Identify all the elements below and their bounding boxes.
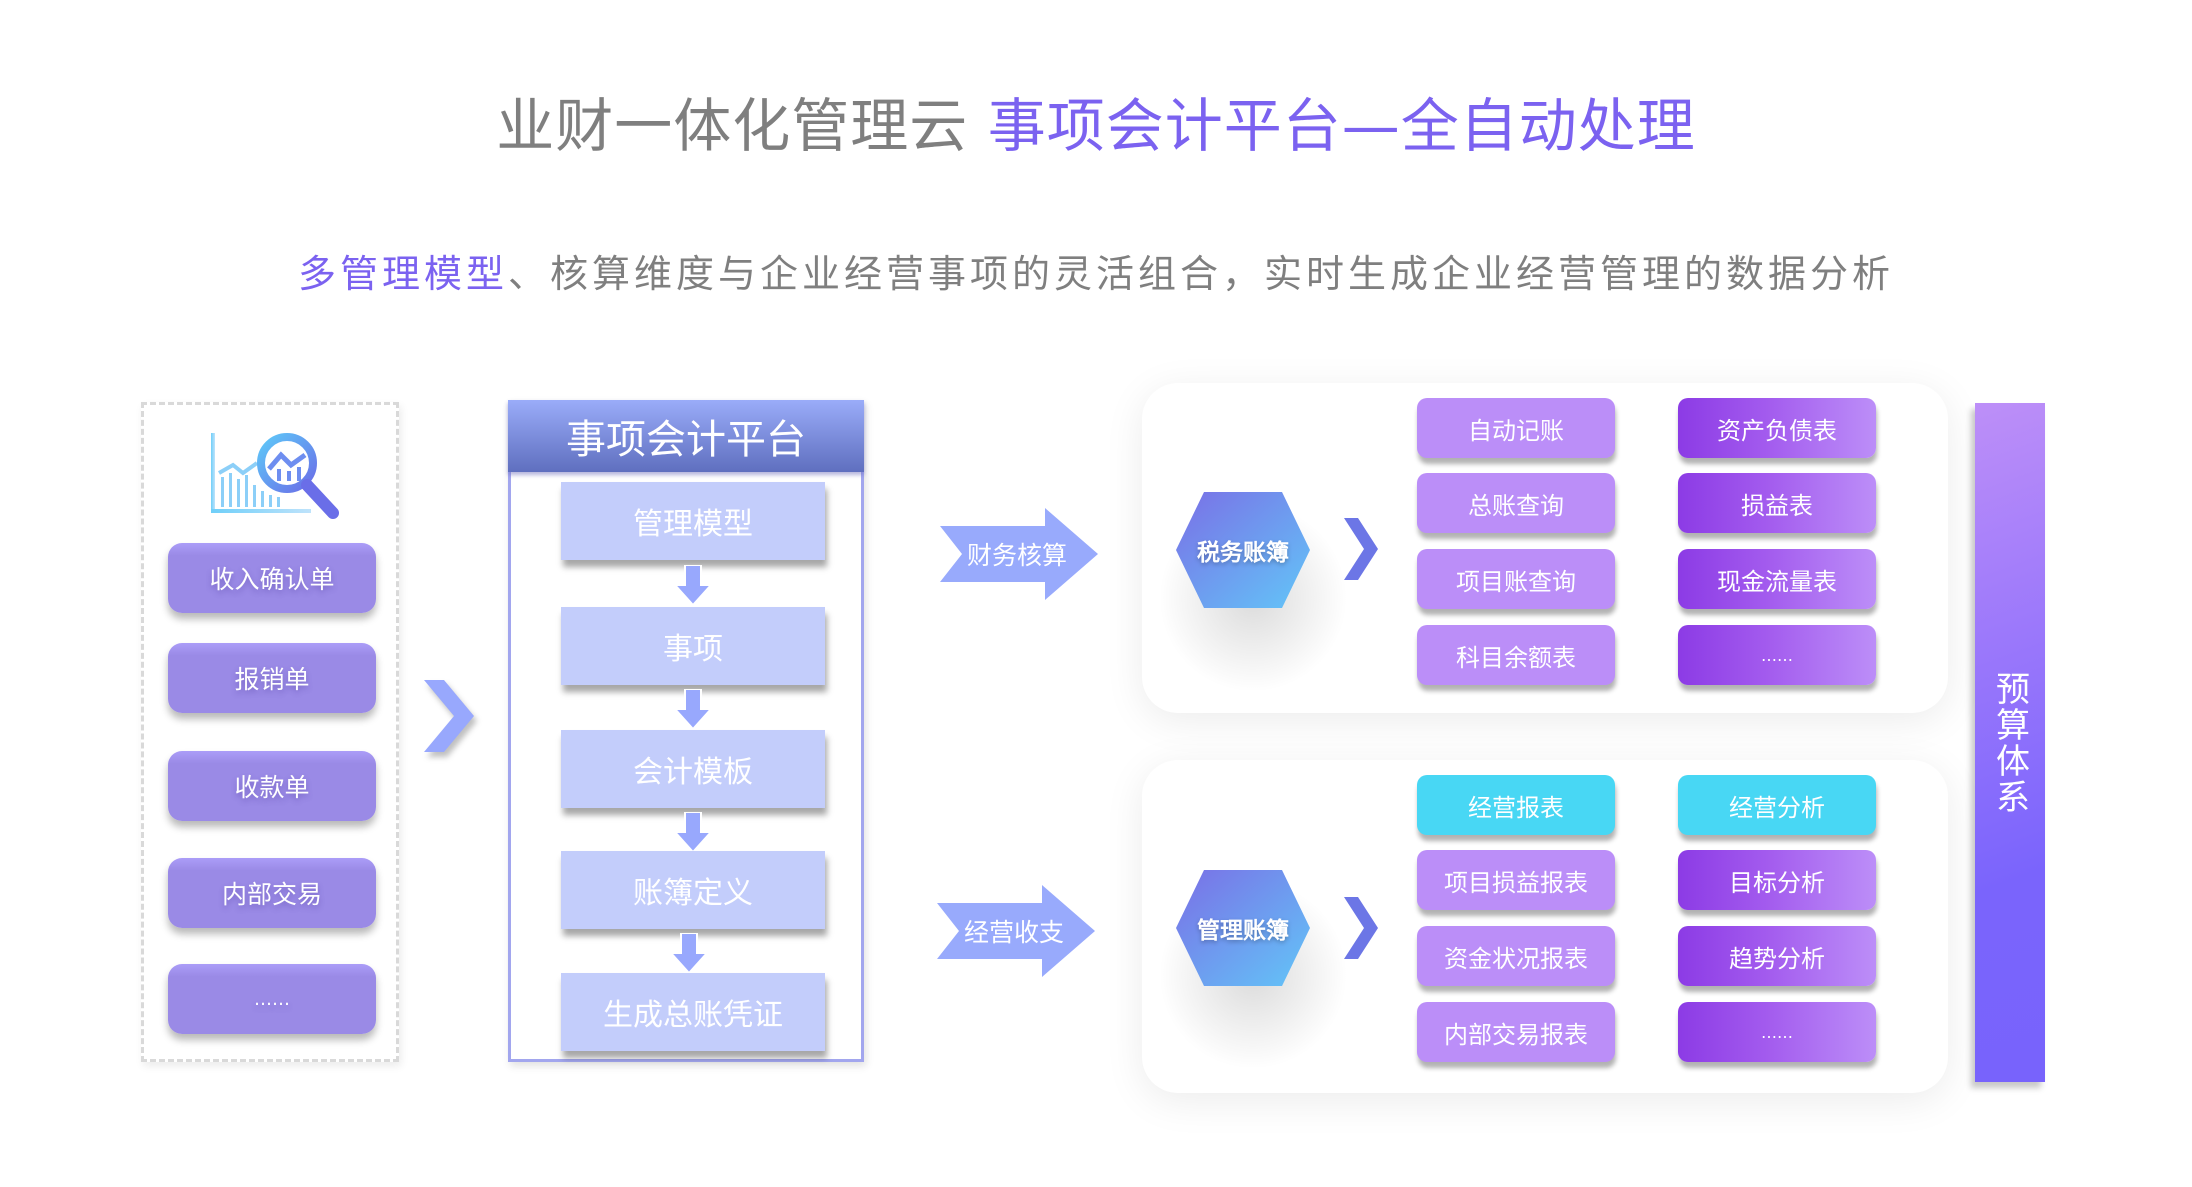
chevron-right-icon bbox=[424, 680, 474, 752]
arrow-down-icon bbox=[673, 565, 713, 607]
report-button-label: 资产负债表 bbox=[1717, 416, 1837, 445]
budget-label: 预算体系 bbox=[1989, 670, 2030, 815]
platform-step-label: 生成总账凭证 bbox=[603, 998, 783, 1033]
report-button-label: 经营分析 bbox=[1729, 793, 1825, 822]
report-button-label: 项目损益报表 bbox=[1444, 868, 1588, 897]
source-item[interactable]: 收入确认单 bbox=[168, 543, 376, 613]
subtitle-highlight: 多管理模型 bbox=[297, 252, 508, 296]
report-button-label: 经营报表 bbox=[1468, 793, 1564, 822]
report-button[interactable]: 现金流量表 bbox=[1678, 549, 1876, 609]
report-button[interactable]: 损益表 bbox=[1678, 473, 1876, 533]
budget-system-bar[interactable]: 预算体系 bbox=[1975, 403, 2045, 1082]
report-button-label: 自动记账 bbox=[1468, 416, 1564, 445]
report-button-label: 损益表 bbox=[1741, 491, 1813, 520]
source-item-label: 报销单 bbox=[234, 665, 310, 694]
report-button-label: 科目余额表 bbox=[1456, 643, 1576, 672]
report-button-label: 现金流量表 bbox=[1717, 567, 1837, 596]
platform-step[interactable]: 会计模板 bbox=[561, 730, 825, 808]
platform-step-label: 账簿定义 bbox=[633, 876, 753, 911]
tax-ledger-card: 税务账簿 自动记账 总账查询 项目账查询 科目余额表 资产负债表 损益表 现金流… bbox=[1142, 383, 1948, 713]
report-button[interactable]: 自动记账 bbox=[1417, 398, 1615, 458]
report-button-label: …… bbox=[1761, 1022, 1793, 1042]
ledger-label: 税务账簿 bbox=[1197, 540, 1289, 566]
title-plain: 业财一体化管理云 bbox=[496, 92, 969, 160]
report-button-more[interactable]: …… bbox=[1678, 1002, 1876, 1062]
arrow-right-icon bbox=[940, 508, 1098, 600]
ledger-label: 管理账簿 bbox=[1197, 918, 1289, 944]
report-button[interactable]: 内部交易报表 bbox=[1417, 1002, 1615, 1062]
platform-title: 事项会计平台 bbox=[508, 400, 864, 472]
report-button[interactable]: 项目损益报表 bbox=[1417, 850, 1615, 910]
hexagon-shape bbox=[1176, 492, 1310, 608]
report-button-label: …… bbox=[1761, 645, 1793, 665]
platform-step[interactable]: 生成总账凭证 bbox=[561, 973, 825, 1051]
source-item-more[interactable]: …… bbox=[168, 964, 376, 1034]
report-button-label: 资金状况报表 bbox=[1444, 944, 1588, 973]
report-button[interactable]: 项目账查询 bbox=[1417, 549, 1615, 609]
report-button-more[interactable]: …… bbox=[1678, 625, 1876, 685]
report-button[interactable]: 趋势分析 bbox=[1678, 926, 1876, 986]
accounting-platform-panel: 事项会计平台 管理模型 事项 会计模板 账簿定义 生成总账凭证 bbox=[508, 400, 864, 1062]
report-button-label: 项目账查询 bbox=[1456, 567, 1576, 596]
report-button[interactable]: 科目余额表 bbox=[1417, 625, 1615, 685]
page-subtitle: 多管理模型、核算维度与企业经营事项的灵活组合，实时生成企业经营管理的数据分析 bbox=[0, 248, 2192, 300]
flow-arrow-finance: 财务核算 bbox=[940, 508, 1100, 600]
platform-step[interactable]: 管理模型 bbox=[561, 482, 825, 560]
report-button-label: 趋势分析 bbox=[1729, 944, 1825, 973]
report-button-label: 目标分析 bbox=[1729, 868, 1825, 897]
source-documents-panel: 收入确认单 报销单 收款单 内部交易 …… bbox=[141, 402, 399, 1062]
source-item[interactable]: 收款单 bbox=[168, 751, 376, 821]
arrow-right-icon bbox=[937, 885, 1095, 977]
platform-step-label: 管理模型 bbox=[633, 507, 753, 542]
flow-arrow-operations: 经营收支 bbox=[937, 885, 1097, 977]
chevron-right-icon bbox=[1344, 897, 1378, 959]
arrow-down-icon bbox=[673, 689, 713, 731]
source-item-label: 内部交易 bbox=[221, 880, 322, 909]
ledger-hexagon[interactable]: 税务账簿 bbox=[1176, 492, 1310, 608]
platform-step-label: 事项 bbox=[663, 632, 723, 667]
report-button[interactable]: 总账查询 bbox=[1417, 473, 1615, 533]
report-button[interactable]: 经营报表 bbox=[1417, 775, 1615, 835]
source-item-label: 收款单 bbox=[234, 773, 310, 802]
report-button[interactable]: 经营分析 bbox=[1678, 775, 1876, 835]
source-item[interactable]: 报销单 bbox=[168, 643, 376, 713]
source-item[interactable]: 内部交易 bbox=[168, 858, 376, 928]
flow-arrow-label: 经营收支 bbox=[963, 918, 1064, 947]
hexagon-shape bbox=[1176, 870, 1310, 986]
page-title: 业财一体化管理云 事项会计平台—全自动处理 bbox=[0, 88, 2192, 164]
source-item-label: …… bbox=[254, 988, 290, 1010]
subtitle-rest: 、核算维度与企业经营事项的灵活组合，实时生成企业经营管理的数据分析 bbox=[508, 252, 1895, 296]
report-button-label: 内部交易报表 bbox=[1444, 1020, 1588, 1049]
chart-search-icon bbox=[211, 433, 339, 519]
report-button[interactable]: 目标分析 bbox=[1678, 850, 1876, 910]
arrow-down-icon bbox=[673, 812, 713, 854]
chevron-right-icon bbox=[1344, 518, 1378, 580]
report-button[interactable]: 资产负债表 bbox=[1678, 398, 1876, 458]
arrow-down-icon bbox=[669, 933, 709, 975]
platform-step[interactable]: 事项 bbox=[561, 607, 825, 685]
flow-arrow-label: 财务核算 bbox=[966, 541, 1067, 570]
title-highlight: 事项会计平台—全自动处理 bbox=[987, 92, 1696, 160]
platform-step[interactable]: 账簿定义 bbox=[561, 851, 825, 929]
management-ledger-card: 管理账簿 经营报表 项目损益报表 资金状况报表 内部交易报表 经营分析 目标分析… bbox=[1142, 760, 1948, 1093]
report-button[interactable]: 资金状况报表 bbox=[1417, 926, 1615, 986]
report-button-label: 总账查询 bbox=[1468, 491, 1564, 520]
platform-step-label: 会计模板 bbox=[633, 755, 753, 790]
ledger-hexagon[interactable]: 管理账簿 bbox=[1176, 870, 1310, 986]
source-item-label: 收入确认单 bbox=[209, 565, 335, 594]
